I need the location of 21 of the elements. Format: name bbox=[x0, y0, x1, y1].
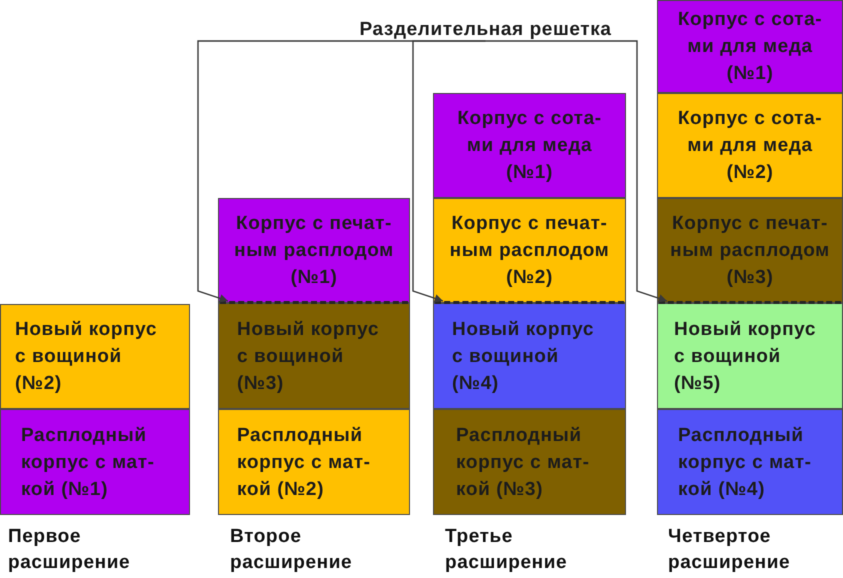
column-caption: Первое расширение bbox=[8, 525, 132, 575]
hive-box: Корпус с сота- ми для меда (№2) bbox=[657, 93, 843, 198]
column-caption: Третье расширение bbox=[445, 525, 568, 575]
leader-line bbox=[412, 40, 486, 302]
hive-box: Корпус с печат- ным расплодом (№1) bbox=[218, 198, 410, 303]
hive-box: Новый корпус с вощиной (№4) bbox=[433, 303, 626, 409]
hive-box: Корпус с печат- ным расплодом (№2) bbox=[433, 198, 626, 303]
hive-box: Расплодный корпус с мат- кой (№3) bbox=[433, 409, 626, 515]
hive-box: Корпус с печат- ным расплодом (№3) bbox=[657, 198, 843, 303]
hive-box: Новый корпус с вощиной (№2) bbox=[0, 304, 190, 409]
hive-box: Расплодный корпус с мат- кой (№4) bbox=[657, 409, 843, 515]
leader-label: Разделительная решетка bbox=[343, 17, 628, 41]
hive-box: Расплодный корпус с мат- кой (№1) bbox=[0, 409, 190, 515]
hive-box: Расплодный корпус с мат- кой (№2) bbox=[218, 409, 410, 515]
hive-box: Новый корпус с вощиной (№3) bbox=[218, 303, 410, 409]
column-caption: Четвертое расширение bbox=[668, 525, 792, 575]
hive-box: Корпус с сота- ми для меда (№1) bbox=[657, 0, 843, 93]
hive-box: Корпус с сота- ми для меда (№1) bbox=[433, 93, 626, 198]
hive-box: Новый корпус с вощиной (№5) bbox=[657, 303, 843, 409]
leader-line bbox=[486, 40, 668, 302]
column-caption: Второе расширение bbox=[230, 525, 354, 575]
